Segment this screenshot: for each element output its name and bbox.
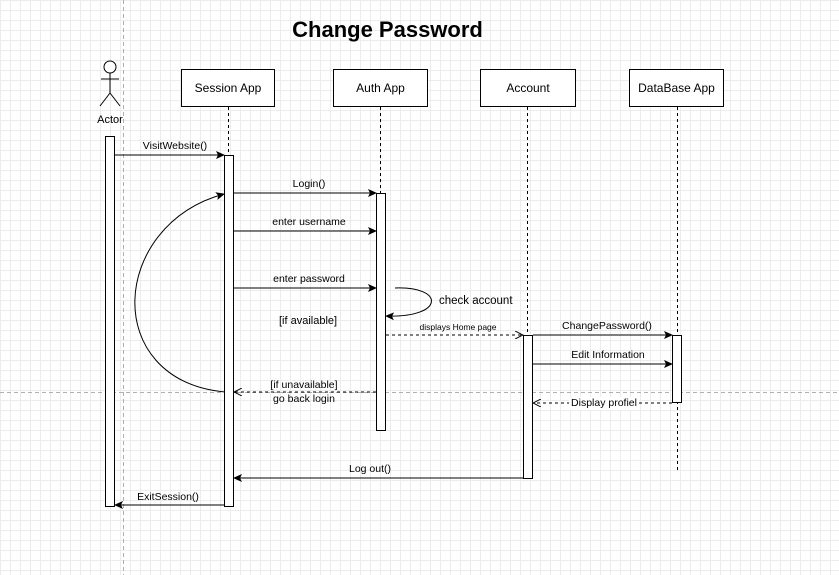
message-label-enter-username: enter username <box>272 216 346 228</box>
participant-auth-app[interactable]: Auth App <box>333 69 428 107</box>
message-label-edit-information: Edit Information <box>571 349 645 361</box>
participant-session-app[interactable]: Session App <box>181 69 275 107</box>
message-label-exit-session: ExitSession() <box>137 491 199 503</box>
message-label-change-password: ChangePassword() <box>562 320 652 332</box>
message-label-log-out: Log out() <box>348 463 392 475</box>
message-label-login: Login() <box>292 178 326 190</box>
message-label-check-account: check account <box>439 295 513 307</box>
actor-figure[interactable] <box>99 60 121 107</box>
activation-session-app[interactable] <box>224 155 234 507</box>
guard-label-if-available: [if available] <box>279 315 338 327</box>
participant-account[interactable]: Account <box>480 69 576 107</box>
activation-actor[interactable] <box>105 136 115 507</box>
actor-label: Actor <box>97 114 123 126</box>
participant-database-app[interactable]: DataBase App <box>629 69 724 107</box>
arrow-loop-back-to-login[interactable] <box>134 192 226 393</box>
activation-database-app[interactable] <box>672 335 682 403</box>
message-label-go-back-login: go back login <box>273 393 335 405</box>
activation-account[interactable] <box>523 335 533 479</box>
message-label-displays-home-page: displays Home page <box>419 322 497 332</box>
message-label-enter-password: enter password <box>273 273 345 285</box>
message-label-display-profiel: Display profiel <box>569 397 639 410</box>
guard-label-if-unavailable: [if unavailable] <box>270 379 338 391</box>
diagram-title: Change Password <box>292 17 483 42</box>
activation-auth-app[interactable] <box>376 193 386 431</box>
message-label-visit-website: VisitWebsite() <box>142 140 208 152</box>
arrow-check-account-self[interactable] <box>385 287 432 321</box>
